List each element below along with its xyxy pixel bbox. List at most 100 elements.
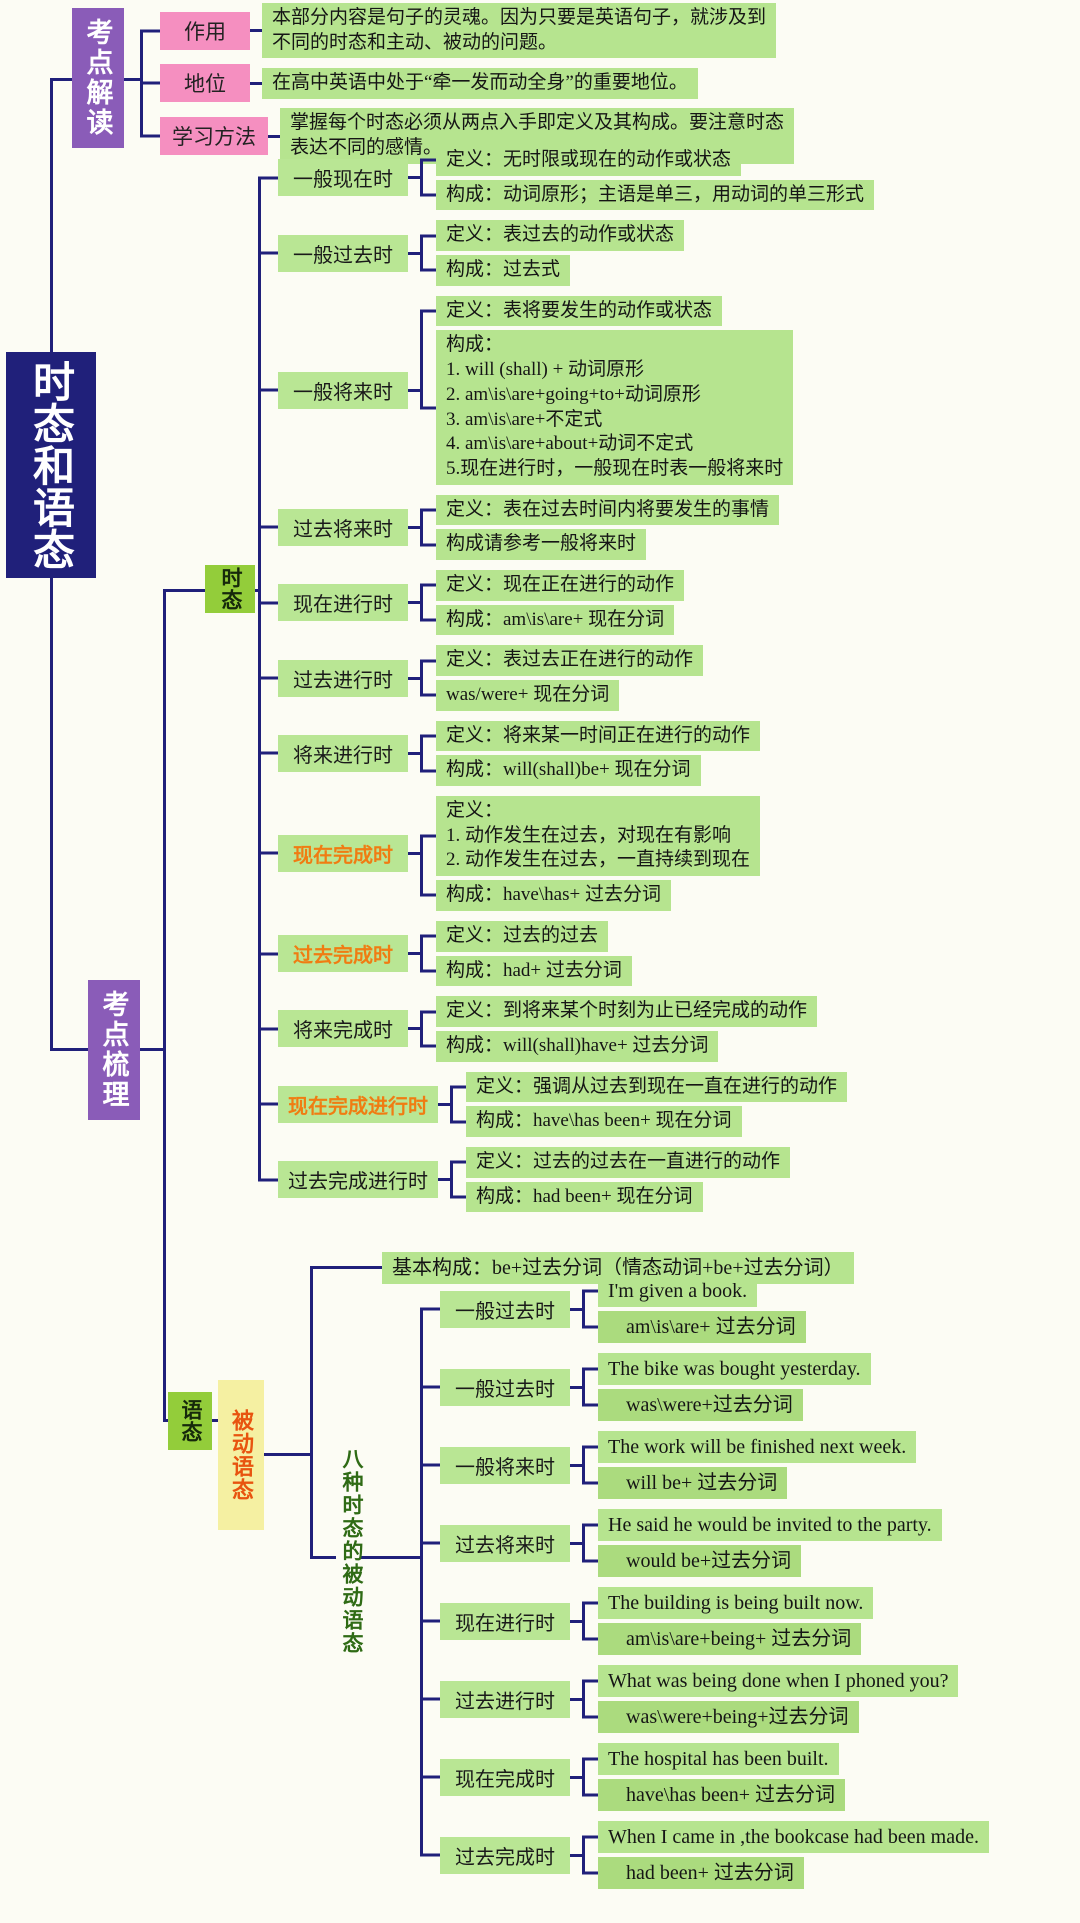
connector-line <box>570 1307 582 1311</box>
connector-line <box>50 78 72 81</box>
connector-line <box>50 78 53 352</box>
tense-item-label: 过去进行时 <box>278 659 408 697</box>
tense-definition: 定义：到将来某个时刻为止已经完成的动作 <box>436 996 818 1027</box>
passive-item-label: 现在完成时 <box>440 1758 570 1796</box>
tense-definition: 定义：无时限或现在的动作或状态 <box>436 145 742 176</box>
passive-item-label: 一般将来时 <box>440 1446 570 1484</box>
connector-line <box>570 1619 582 1623</box>
tense-formation: 构成：had+ 过去分词 <box>436 955 632 987</box>
branch-outline-title: 考点梳理 <box>88 980 140 1120</box>
tense-definition: 定义：表将要发生的动作或状态 <box>436 295 723 327</box>
passive-example: The bike was bought yesterday. <box>598 1353 871 1385</box>
tense-item-label: 过去完成时 <box>278 935 408 972</box>
passive-formula: will be+ 过去分词 <box>598 1467 788 1499</box>
passive-example: He said he would be invited to the party… <box>598 1509 942 1541</box>
passive-item: 一般过去时 I'm given a book. am\is\are+ 过去分词 <box>420 1270 806 1348</box>
overview-row-label: 学习方法 <box>160 117 268 156</box>
passive-item: 过去进行时 What was being done when I phoned … <box>420 1660 959 1738</box>
tense-item: 将来完成时 定义：到将来某个时刻为止已经完成的动作 构成：will(shall)… <box>258 991 818 1067</box>
tense-item-label: 过去将来时 <box>278 508 408 546</box>
tense-formation: 构成：am\is\are+ 现在分词 <box>436 604 675 636</box>
passive-formula: am\is\are+ 过去分词 <box>598 1311 806 1343</box>
passive-example: The hospital has been built. <box>598 1743 839 1775</box>
passive-formula: am\is\are+being+ 过去分词 <box>598 1623 862 1655</box>
passive-item-label: 过去进行时 <box>440 1680 570 1718</box>
tense-definition: 定义：过去的过去在一直进行的动作 <box>466 1146 791 1178</box>
tense-definition: 定义： 1. 动作发生在过去，对现在有影响 2. 动作发生在过去，一直持续到现在 <box>436 796 761 877</box>
connector-line <box>50 1048 88 1051</box>
passive-example: The building is being built now. <box>598 1587 874 1619</box>
connector-line <box>570 1853 582 1857</box>
passive-item: 过去完成时 When I came in ,the bookcase had b… <box>420 1816 989 1894</box>
root-title: 时态和语态 <box>6 352 96 578</box>
tense-item-label: 一般现在时 <box>278 159 408 197</box>
connector-line <box>408 952 420 955</box>
connector-line <box>310 1556 336 1559</box>
eight-tenses-label: 八种时态的被动语态 <box>340 1448 363 1655</box>
tense-item-label: 将来完成时 <box>278 1010 408 1048</box>
overview-row-label: 地位 <box>160 64 250 103</box>
tense-formation: 构成：will(shall)have+ 过去分词 <box>436 1030 719 1062</box>
passive-items: 一般过去时 I'm given a book. am\is\are+ 过去分词 … <box>420 1270 989 1894</box>
tense-formation: 构成： 1. will (shall) + 动词原形 2. am\is\are+… <box>436 330 794 485</box>
connector-line <box>570 1463 582 1467</box>
passive-example: When I came in ,the bookcase had been ma… <box>598 1821 989 1853</box>
tense-formation: was/were+ 现在分词 <box>436 680 620 711</box>
overview-row-text: 在高中英语中处于“牵一发而动全身”的重要地位。 <box>262 68 698 99</box>
connector-line <box>140 1048 163 1051</box>
tense-item-label: 一般过去时 <box>278 234 408 272</box>
connector-line <box>360 1556 420 1559</box>
passive-item: 现在完成时 The hospital has been built. have\… <box>420 1738 846 1816</box>
tense-item: 现在完成时 定义： 1. 动作发生在过去，对现在有影响 2. 动作发生在过去，一… <box>258 791 761 916</box>
passive-item-label: 一般过去时 <box>440 1290 570 1328</box>
tense-item: 一般现在时 定义：无时限或现在的动作或状态 构成：动词原形；主语是单三，用动词的… <box>258 140 875 216</box>
connector-line <box>163 589 205 592</box>
connector-line <box>264 1453 310 1456</box>
overview-row-label: 作用 <box>160 11 250 50</box>
overview-row: 地位 在高中英语中处于“牵一发而动全身”的重要地位。 <box>140 61 698 106</box>
tense-item: 现在进行时 定义：现在正在进行的动作 构成：am\is\are+ 现在分词 <box>258 564 685 641</box>
connector-line <box>163 589 166 1421</box>
tense-formation: 构成请参考一般将来时 <box>436 529 647 560</box>
connector-line <box>408 251 420 255</box>
tense-definition: 定义：表在过去时间内将要发生的事情 <box>436 494 780 526</box>
connector-line <box>408 1027 420 1031</box>
connector-line <box>50 578 53 1048</box>
passive-example: I'm given a book. <box>598 1275 758 1307</box>
tense-item: 将来进行时 定义：将来某一时间正在进行的动作 构成：will(shall)be+… <box>258 715 761 792</box>
connector-line <box>408 676 420 680</box>
tense-item-label: 现在完成时 <box>278 834 408 872</box>
connector-line <box>250 29 262 33</box>
tense-item-label: 现在完成进行时 <box>278 1085 438 1123</box>
tense-item-label: 现在进行时 <box>278 584 408 622</box>
passive-formula: have\has been+ 过去分词 <box>598 1779 846 1811</box>
passive-item: 现在进行时 The building is being built now. a… <box>420 1582 874 1660</box>
passive-formula: was\were+being+过去分词 <box>598 1701 859 1733</box>
tense-item-label: 过去完成进行时 <box>278 1161 438 1199</box>
tense-item: 一般过去时 定义：表过去的动作或状态 构成：过去式 <box>258 215 685 292</box>
connector-line <box>438 1102 450 1106</box>
connector-line <box>310 1266 313 1558</box>
passive-voice-label: 被动语态 <box>218 1380 264 1530</box>
connector-line <box>408 388 420 392</box>
connector-line <box>570 1775 582 1779</box>
tense-formation: 构成：动词原形；主语是单三，用动词的单三形式 <box>436 179 875 211</box>
connector-line <box>438 1178 450 1182</box>
tense-definition: 定义：表过去的动作或状态 <box>436 220 685 252</box>
voice-section-title: 语态 <box>168 1392 212 1450</box>
passive-item: 过去将来时 He said he would be invited to the… <box>420 1504 942 1582</box>
connector-line <box>408 751 420 755</box>
passive-formula: was\were+过去分词 <box>598 1389 803 1421</box>
tense-definition: 定义：强调从过去到现在一直在进行的动作 <box>466 1071 848 1103</box>
connector-line <box>408 601 420 605</box>
tense-formation: 构成：have\has been+ 现在分词 <box>466 1106 742 1137</box>
passive-formula: would be+过去分词 <box>598 1545 802 1577</box>
connector-line <box>212 1419 218 1422</box>
tense-item: 过去将来时 定义：表在过去时间内将要发生的事情 构成请参考一般将来时 <box>258 489 780 566</box>
tense-formation: 构成：had been+ 现在分词 <box>466 1181 703 1213</box>
tense-definition: 定义：过去的过去 <box>436 920 609 952</box>
tense-definition: 定义：现在正在进行的动作 <box>436 569 685 601</box>
tense-definition: 定义：将来某一时间正在进行的动作 <box>436 720 761 752</box>
passive-item-label: 过去完成时 <box>440 1836 570 1874</box>
